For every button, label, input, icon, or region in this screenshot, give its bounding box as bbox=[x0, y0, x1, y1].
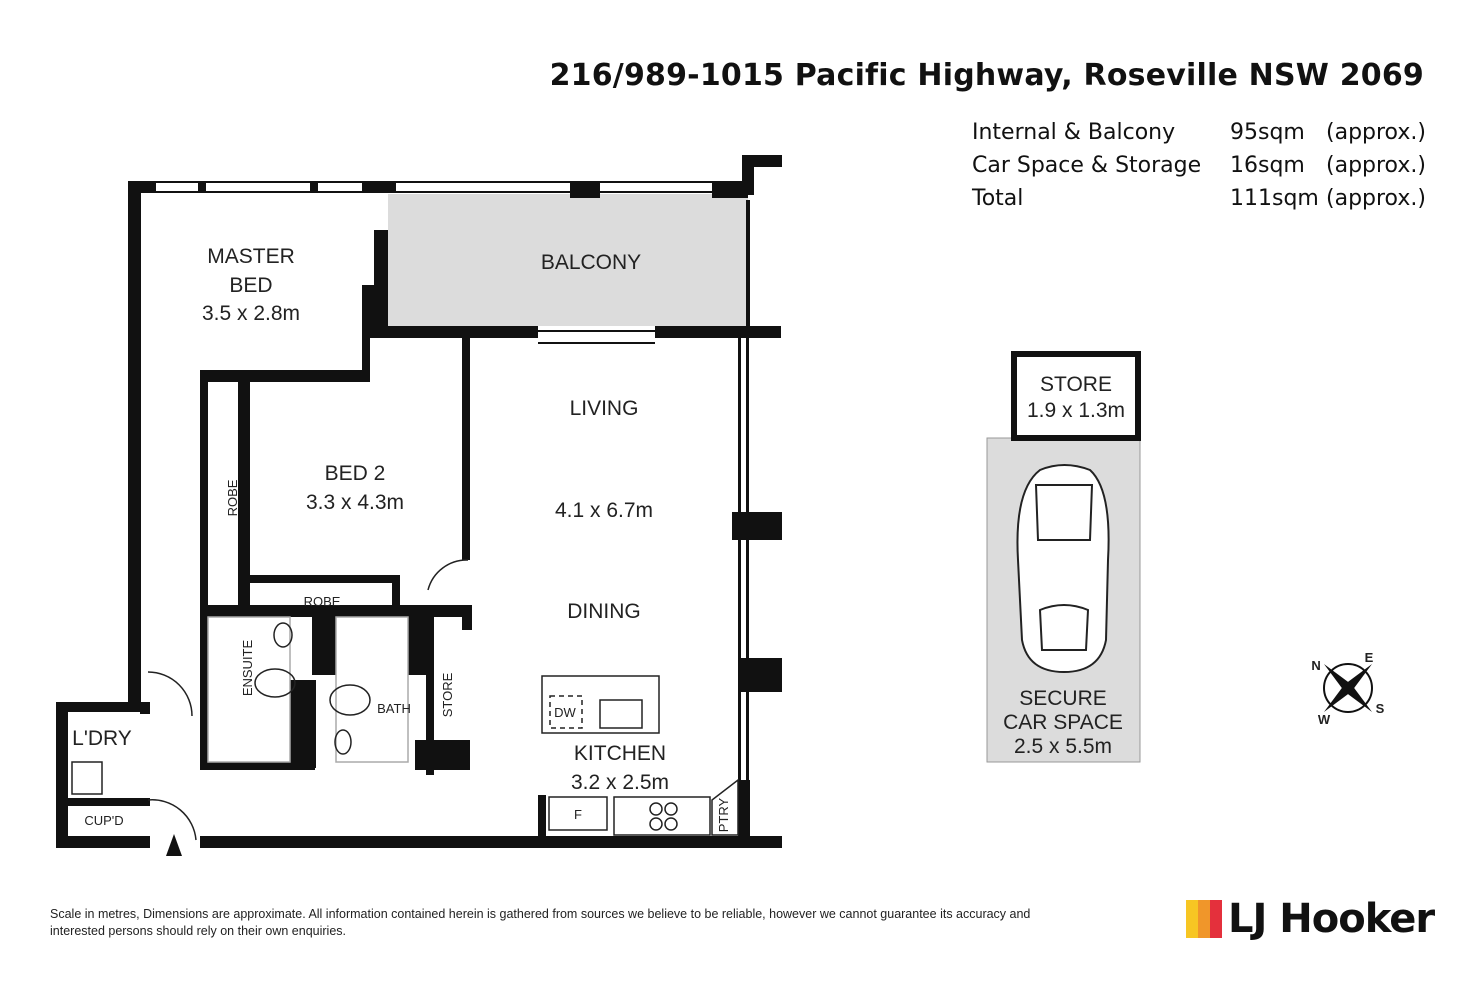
label-robe: ROBE bbox=[225, 479, 240, 516]
label-dining: DINING bbox=[567, 600, 641, 623]
label-kitchen: KITCHEN bbox=[574, 742, 666, 765]
area-note: (approx.) bbox=[1326, 120, 1426, 145]
area-label: Internal & Balcony bbox=[972, 120, 1176, 145]
label-dw: DW bbox=[554, 705, 576, 720]
entry-arrow-icon bbox=[166, 834, 182, 856]
fixtures bbox=[71, 559, 739, 841]
label-master-dim: 3.5 x 2.8m bbox=[202, 302, 300, 325]
car-icon bbox=[1016, 464, 1110, 674]
label-master: BED bbox=[229, 274, 272, 297]
label-fridge: F bbox=[574, 807, 582, 822]
label-balcony: BALCONY bbox=[541, 251, 641, 274]
label-car: CAR SPACE bbox=[1003, 711, 1123, 734]
compass-n: N bbox=[1311, 658, 1320, 673]
area-row: Car Space & Storage 16sqm (approx.) bbox=[972, 149, 1426, 182]
label-bed2: BED 2 bbox=[325, 462, 386, 485]
label-living-dim: 4.1 x 6.7m bbox=[555, 499, 653, 522]
balcony-area bbox=[388, 194, 748, 326]
area-note: (approx.) bbox=[1326, 186, 1426, 211]
compass-w: W bbox=[1318, 712, 1331, 727]
label-robe: ROBE bbox=[304, 594, 341, 609]
label-store2-dim: 1.9 x 1.3m bbox=[1027, 399, 1125, 422]
area-row: Total 111sqm (approx.) bbox=[972, 182, 1426, 215]
label-car: SECURE bbox=[1019, 687, 1107, 710]
compass-e: E bbox=[1365, 650, 1374, 665]
label-kitchen-dim: 3.2 x 2.5m bbox=[571, 771, 669, 794]
label-ensuite: ENSUITE bbox=[240, 640, 255, 697]
label-store2: STORE bbox=[1040, 373, 1112, 396]
label-bath: BATH bbox=[377, 701, 411, 716]
logo-bars bbox=[1186, 900, 1222, 938]
label-cupboard: CUP'D bbox=[84, 813, 123, 828]
area-value: 111sqm bbox=[1230, 186, 1319, 211]
compass-icon: N E S W bbox=[1311, 650, 1385, 727]
label-pantry: PTRY bbox=[716, 797, 731, 832]
area-summary: Internal & Balcony 95sqm (approx.) Car Spa… bbox=[972, 116, 1426, 215]
label-master: MASTER bbox=[207, 245, 295, 268]
label-bed2-dim: 3.3 x 4.3m bbox=[306, 491, 404, 514]
brand-logo: LJ Hooker bbox=[1186, 896, 1435, 942]
label-living: LIVING bbox=[570, 397, 639, 420]
label-laundry: L'DRY bbox=[72, 727, 132, 750]
label-store: STORE bbox=[440, 672, 455, 717]
label-car-dim: 2.5 x 5.5m bbox=[1014, 735, 1112, 758]
compass-s: S bbox=[1376, 701, 1385, 716]
logo-text: LJ Hooker bbox=[1228, 896, 1435, 942]
room-labels: MASTER BED 3.5 x 2.8m BALCONY LIVING 4.1… bbox=[72, 245, 1125, 832]
property-address: 216/989-1015 Pacific Highway, Roseville … bbox=[549, 58, 1424, 93]
walls bbox=[56, 155, 782, 848]
area-value: 16sqm bbox=[1230, 153, 1305, 178]
area-label: Total bbox=[972, 186, 1024, 211]
store-box bbox=[1011, 351, 1141, 441]
area-value: 95sqm bbox=[1230, 120, 1305, 145]
area-row: Internal & Balcony 95sqm (approx.) bbox=[972, 116, 1426, 149]
area-label: Car Space & Storage bbox=[972, 153, 1202, 178]
area-note: (approx.) bbox=[1326, 153, 1426, 178]
disclaimer: Scale in metres, Dimensions are approxim… bbox=[50, 907, 1031, 938]
